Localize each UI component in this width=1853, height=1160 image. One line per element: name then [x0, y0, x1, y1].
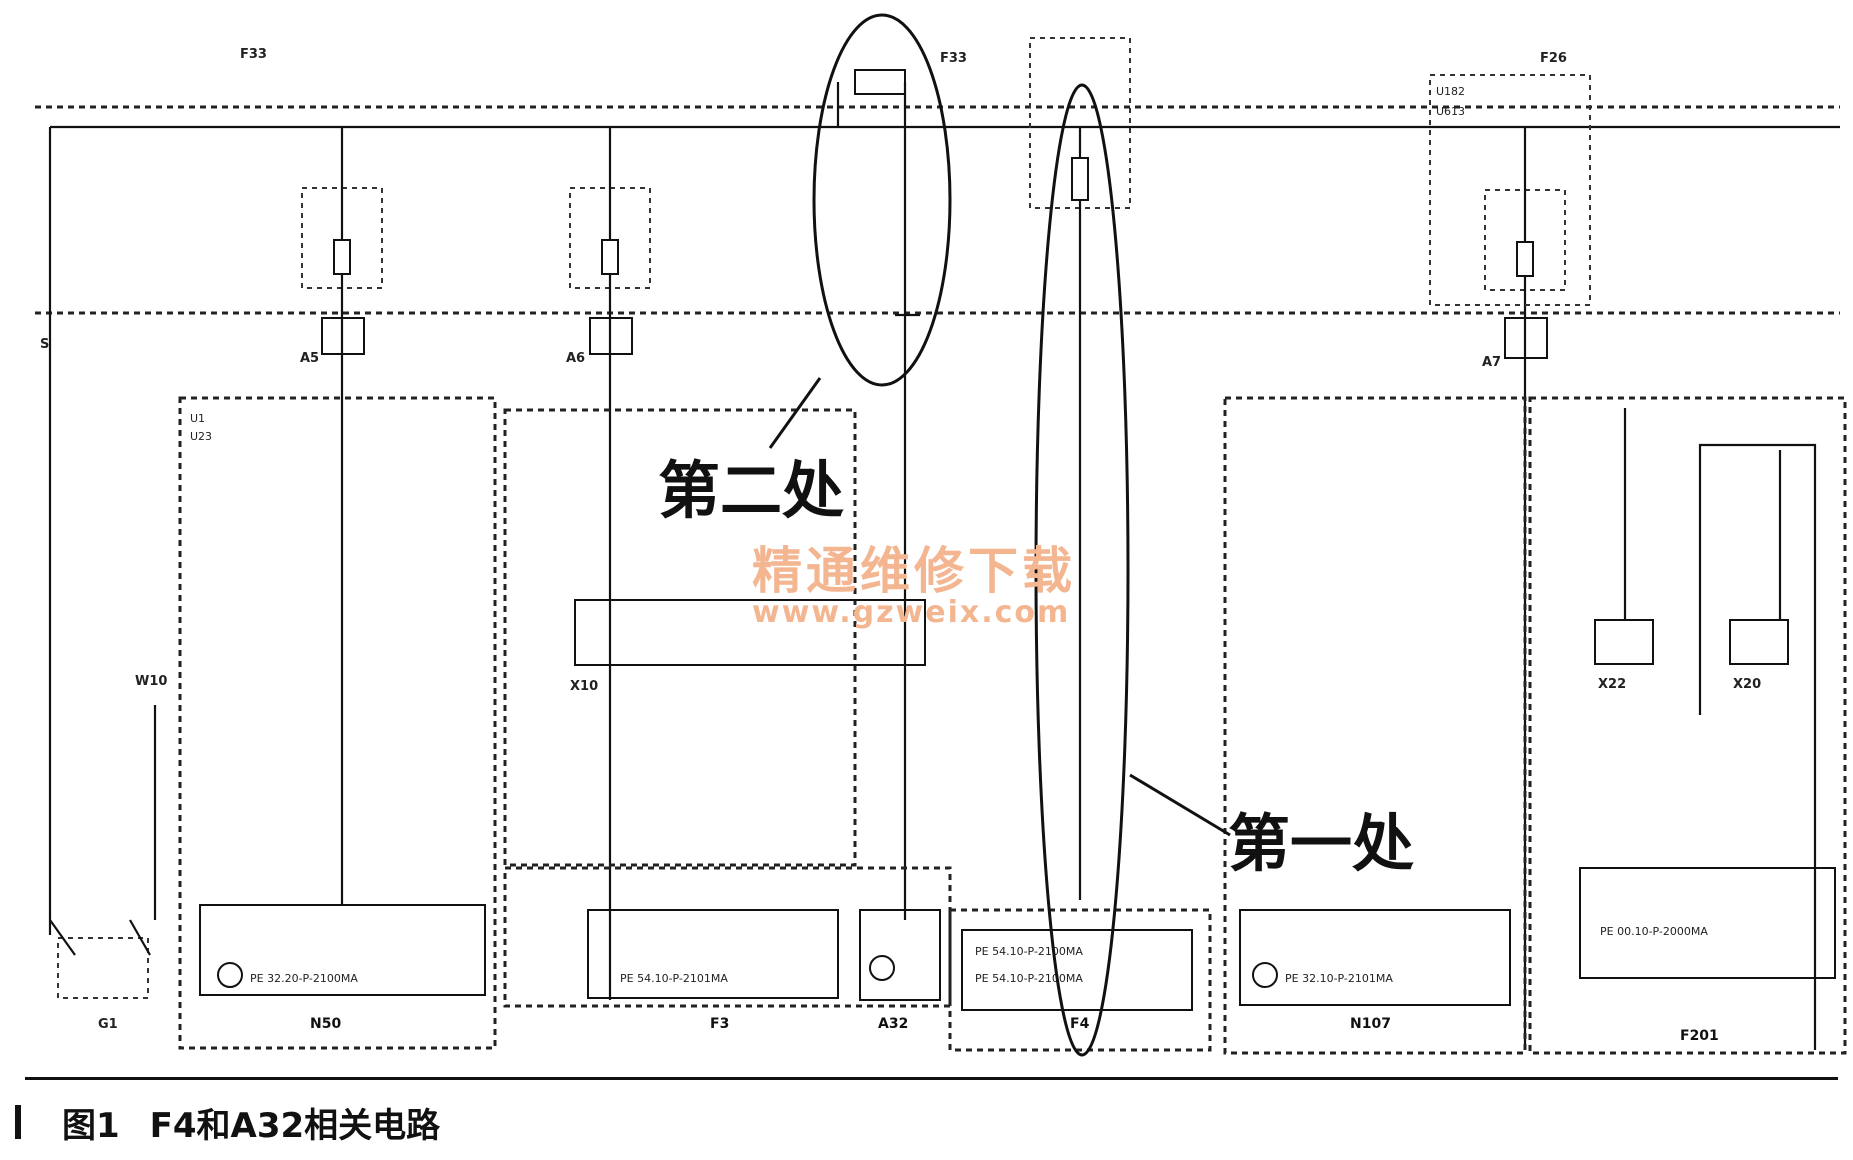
- u613-label: U613: [1436, 105, 1465, 118]
- n50-connector-row: PE 32.20-P-2100MA: [199, 904, 486, 996]
- relay-circuit: F33: [836, 51, 967, 920]
- g1-label: G1: [98, 1017, 118, 1032]
- n107-module-box: [1223, 396, 1527, 1055]
- x20-connector: [1729, 619, 1789, 665]
- first-location-ellipse: [1034, 83, 1130, 1057]
- n107-connector-row: PE 32.10-P-2101MA: [1239, 909, 1511, 1006]
- caption-number: 图1: [62, 1106, 120, 1146]
- w10-label: W10: [135, 674, 167, 689]
- f3-a32-box: [503, 866, 952, 1008]
- watermark-url: www.gzweix.com: [752, 595, 1070, 630]
- f26-label: F26: [1540, 51, 1567, 66]
- a5-label: A5: [300, 351, 319, 366]
- x10-label: X10: [570, 679, 598, 694]
- fuse-block-3: A7: [1482, 127, 1566, 1050]
- f3-label: F3: [710, 1016, 729, 1032]
- g1-box: [57, 937, 149, 999]
- f4-module-box: [948, 908, 1212, 1052]
- u1-label: U1: [190, 412, 205, 425]
- f201-module-box: [1528, 396, 1847, 1055]
- figure-caption: 图1 F4和A32相关电路: [62, 1098, 440, 1147]
- f4-column: [1029, 37, 1131, 900]
- x10-area-box: [503, 408, 857, 867]
- second-callout-leader: [768, 377, 822, 449]
- n107-code: PE 32.10-P-2101MA: [1285, 972, 1393, 985]
- n50-module-box: [178, 396, 497, 1050]
- first-callout-leader: [1129, 773, 1231, 837]
- f4-code-a: PE 54.10-P-2100MA: [975, 945, 1083, 958]
- x10-connector: [574, 599, 926, 666]
- f201-label: F201: [1680, 1028, 1719, 1044]
- f4-label: F4: [1070, 1016, 1090, 1032]
- x22-label: X22: [1598, 677, 1626, 692]
- u182-box: [1429, 74, 1591, 306]
- fuse-block-1: A5: [300, 127, 383, 905]
- watermark-cn: 精通维修下载: [752, 542, 1076, 600]
- a32-connector-row: [859, 909, 941, 1001]
- n50-label: N50: [310, 1016, 341, 1032]
- a6-label: A6: [566, 351, 585, 366]
- a32-label: A32: [878, 1016, 908, 1032]
- s-label: S: [40, 337, 49, 352]
- x22-connector: [1594, 619, 1654, 665]
- n107-label: N107: [1350, 1016, 1391, 1032]
- u182-label: U182: [1436, 85, 1465, 98]
- f33-left-label: F33: [240, 47, 267, 62]
- f3-code: PE 54.10-P-2101MA: [620, 972, 728, 985]
- f33-mid-label: F33: [940, 51, 967, 66]
- second-location-ellipse: [812, 13, 952, 387]
- x20-label: X20: [1733, 677, 1761, 692]
- f4-code-b: PE 54.10-P-2100MA: [975, 972, 1083, 985]
- caption-marker: [15, 1105, 21, 1139]
- f4-connector-row: PE 54.10-P-2100MA PE 54.10-P-2100MA: [961, 929, 1193, 1011]
- caption-title: F4和A32相关电路: [149, 1106, 441, 1146]
- f201-code: PE 00.10-P-2000MA: [1600, 925, 1708, 938]
- first-location-callout: 第一处: [1228, 807, 1414, 880]
- u23-label: U23: [190, 430, 212, 443]
- f3-connector-row: PE 54.10-P-2101MA: [587, 909, 839, 999]
- f201-connector-row: PE 00.10-P-2000MA: [1579, 867, 1836, 979]
- n50-code: PE 32.20-P-2100MA: [250, 972, 358, 985]
- second-location-callout: 第二处: [658, 454, 844, 527]
- caption-rule: [25, 1077, 1838, 1080]
- fuse-block-2: A6: [566, 127, 651, 1000]
- a7-label: A7: [1482, 355, 1501, 370]
